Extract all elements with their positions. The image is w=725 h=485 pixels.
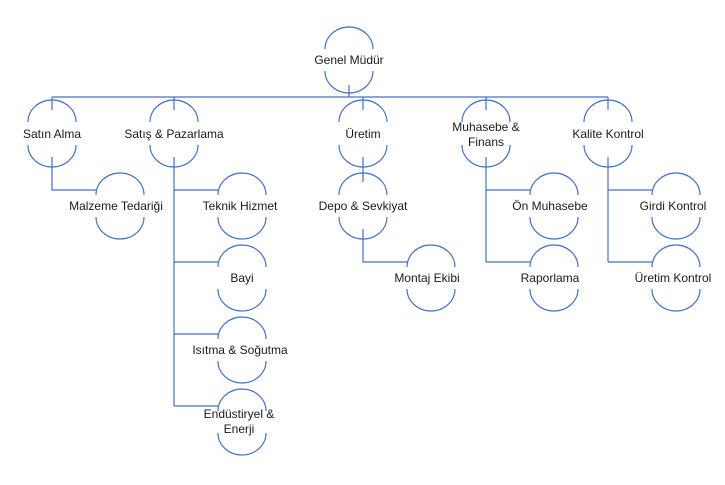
node-satin-alma: Satın Alma bbox=[23, 99, 81, 168]
node-arc-top bbox=[583, 99, 633, 123]
node-arc-bottom bbox=[324, 70, 374, 94]
node-label: Bayi bbox=[230, 271, 253, 285]
node-arc-bottom bbox=[461, 144, 511, 168]
node-label-line-2: Enerji bbox=[224, 422, 255, 436]
node-montaj-ekibi: Montaj Ekibi bbox=[394, 244, 460, 312]
node-arc-bottom bbox=[651, 216, 701, 240]
node-arc-top bbox=[529, 244, 579, 268]
node-arc-bottom bbox=[95, 216, 145, 240]
node-label: Ön Muhasebe bbox=[512, 199, 588, 213]
node-arc-bottom bbox=[529, 216, 579, 240]
connector-depo-to-montaj bbox=[362, 229, 407, 263]
node-malzeme-tedarigi: Malzeme Tedariği bbox=[69, 172, 163, 240]
node-label: Genel Müdür bbox=[314, 53, 383, 67]
node-arc-top bbox=[217, 316, 267, 340]
node-girdi-kontrol: Girdi Kontrol bbox=[640, 172, 707, 240]
node-arc-top bbox=[338, 99, 388, 123]
node-arc-bottom bbox=[27, 144, 77, 168]
node-label: Kalite Kontrol bbox=[572, 127, 643, 141]
node-kalite-kontrol: Kalite Kontrol bbox=[572, 99, 644, 168]
node-label: Satış & Pazarlama bbox=[124, 127, 224, 141]
node-arc-top bbox=[27, 99, 77, 123]
node-raporlama: Raporlama bbox=[521, 244, 580, 312]
node-arc-bottom bbox=[338, 216, 388, 240]
node-label: Satın Alma bbox=[23, 127, 81, 141]
node-label: Isıtma & Soğutma bbox=[192, 343, 288, 357]
node-satis-pazarlama: Satış & Pazarlama bbox=[124, 99, 224, 168]
node-label-line-1: Muhasebe & bbox=[452, 120, 519, 134]
node-arc-top bbox=[149, 99, 199, 123]
node-label: Üretim Kontrol bbox=[635, 271, 712, 285]
node-on-muhasebe: Ön Muhasebe bbox=[512, 172, 588, 240]
node-arc-bottom bbox=[217, 432, 267, 456]
node-arc-top bbox=[406, 244, 456, 268]
node-arc-top bbox=[338, 172, 388, 196]
node-label-line-1: Endüstiryel & bbox=[204, 407, 275, 421]
connectors bbox=[51, 85, 652, 407]
node-label: Teknik Hizmet bbox=[203, 199, 278, 213]
node-label: Raporlama bbox=[521, 271, 580, 285]
node-arc-bottom bbox=[217, 360, 267, 384]
node-teknik-hizmet: Teknik Hizmet bbox=[203, 172, 278, 240]
node-arc-bottom bbox=[583, 144, 633, 168]
node-arc-top bbox=[461, 99, 511, 123]
node-arc-top bbox=[217, 172, 267, 196]
node-label: Girdi Kontrol bbox=[640, 199, 707, 213]
node-arc-top bbox=[324, 26, 374, 50]
node-uretim: Üretim bbox=[338, 99, 388, 168]
node-label: Malzeme Tedariği bbox=[69, 199, 163, 213]
node-label-line-2: Finans bbox=[468, 135, 504, 149]
node-arc-top bbox=[217, 388, 267, 412]
node-arc-bottom bbox=[651, 288, 701, 312]
node-depo-sevkiyat: Depo & Sevkiyat bbox=[319, 172, 408, 240]
node-arc-top bbox=[217, 244, 267, 268]
node-root: Genel Müdür bbox=[314, 26, 384, 94]
node-arc-bottom bbox=[217, 288, 267, 312]
node-label: Depo & Sevkiyat bbox=[319, 199, 408, 213]
node-endustiryel-enerji: Endüstiryel & Enerji bbox=[204, 388, 275, 456]
node-uretim-kontrol: Üretim Kontrol bbox=[635, 244, 712, 312]
node-arc-top bbox=[529, 172, 579, 196]
connector-satin-alma-to-malzeme bbox=[51, 157, 96, 191]
node-arc-bottom bbox=[217, 216, 267, 240]
node-arc-bottom bbox=[406, 288, 456, 312]
node-label: Üretim bbox=[345, 127, 380, 141]
node-isitma-sogutma: Isıtma & Soğutma bbox=[192, 316, 288, 384]
node-label: Montaj Ekibi bbox=[394, 271, 459, 285]
node-arc-top bbox=[651, 244, 701, 268]
node-bayi: Bayi bbox=[217, 244, 267, 312]
node-arc-bottom bbox=[529, 288, 579, 312]
node-muhasebe-finans: Muhasebe & Finans bbox=[452, 99, 520, 168]
node-arc-bottom bbox=[338, 144, 388, 168]
node-arc-top bbox=[651, 172, 701, 196]
node-arc-bottom bbox=[149, 144, 199, 168]
node-arc-top bbox=[95, 172, 145, 196]
